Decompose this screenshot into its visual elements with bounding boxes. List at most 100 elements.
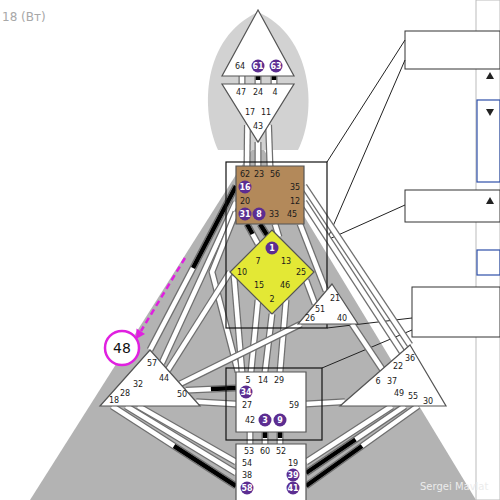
channel-line bbox=[306, 402, 345, 404]
center-shape bbox=[222, 10, 294, 76]
gate-number: 48 bbox=[113, 340, 131, 356]
channel-outline bbox=[271, 76, 278, 84]
channel-outline bbox=[247, 432, 254, 444]
channel-fill bbox=[269, 125, 270, 166]
gate-number: 52 bbox=[276, 447, 286, 456]
channel-outline bbox=[277, 432, 284, 444]
channel-outline bbox=[247, 224, 258, 244]
focus-rectangle bbox=[226, 162, 327, 328]
gate-number: 3 bbox=[259, 414, 272, 427]
gate-number: 11 bbox=[261, 108, 271, 117]
gate-number: 62 bbox=[240, 170, 250, 179]
center-shape bbox=[236, 444, 306, 500]
leader-line bbox=[327, 40, 405, 162]
gate-number: 28 bbox=[120, 389, 130, 398]
gate-number: 17 bbox=[245, 108, 255, 117]
channel-outline bbox=[244, 125, 251, 166]
gate-number: 51 bbox=[315, 305, 325, 314]
gate-number: 26 bbox=[305, 314, 315, 323]
channel-fill bbox=[272, 76, 277, 84]
ajna-center: 47244171143 bbox=[220, 82, 296, 144]
panel-box bbox=[477, 100, 500, 182]
date-label: 18 (Вт) bbox=[2, 10, 46, 24]
gate-number: 27 bbox=[242, 401, 252, 410]
channel-defined bbox=[272, 76, 277, 84]
gate-number: 53 bbox=[244, 447, 254, 456]
channel-outline bbox=[251, 300, 258, 372]
gate-number: 59 bbox=[289, 401, 299, 410]
channel-line bbox=[126, 406, 236, 473]
gate-number: 34 bbox=[240, 386, 253, 399]
gate-number: 64 bbox=[235, 62, 245, 71]
channel-fill bbox=[278, 432, 283, 444]
side-panel bbox=[476, 0, 500, 500]
channel-outline bbox=[255, 76, 262, 84]
center-shape bbox=[222, 84, 294, 142]
gate-number: 54 bbox=[242, 459, 252, 468]
gate-number: 12 bbox=[290, 197, 300, 206]
channel-outline bbox=[112, 406, 236, 486]
gate-number: 31 bbox=[239, 208, 252, 221]
throat-center: 622356163520123183345 bbox=[234, 164, 306, 226]
leader-line bbox=[327, 60, 405, 240]
channel-fill bbox=[352, 324, 382, 369]
gate-number: 19 bbox=[288, 459, 298, 468]
center-shape bbox=[230, 230, 314, 314]
gate-number: 58 bbox=[241, 482, 254, 495]
channel-line bbox=[265, 432, 266, 444]
gate-number: 9 bbox=[274, 414, 287, 427]
gate-number: 13 bbox=[281, 257, 291, 266]
channel-fill bbox=[260, 224, 267, 235]
channel-line bbox=[258, 76, 259, 84]
channel-fill bbox=[306, 406, 418, 486]
channel-outline bbox=[126, 406, 236, 473]
channel-outline bbox=[306, 406, 418, 486]
g-center: 1713102515462 bbox=[228, 228, 316, 316]
heart-center: 21512640 bbox=[296, 282, 360, 326]
channel-fill bbox=[263, 432, 268, 444]
gate-number: 2 bbox=[269, 295, 274, 304]
gate-number: 25 bbox=[296, 268, 306, 277]
gate-number: 21 bbox=[330, 294, 340, 303]
gate-number: 15 bbox=[254, 281, 264, 290]
gate-number: 20 bbox=[240, 197, 250, 206]
channel-outline bbox=[260, 224, 267, 235]
channel-fill bbox=[245, 125, 250, 166]
channel-fill bbox=[251, 300, 258, 372]
gate-number: 41 bbox=[287, 482, 300, 495]
channel-line bbox=[196, 402, 236, 404]
gate-number: 46 bbox=[280, 281, 290, 290]
channel-fill bbox=[306, 280, 315, 304]
channel-outline bbox=[196, 402, 236, 404]
channel-outline bbox=[262, 432, 269, 444]
gate-number: 55 bbox=[408, 392, 418, 401]
channel-defined bbox=[306, 406, 418, 486]
gate-number: 60 bbox=[260, 447, 270, 456]
channel-line bbox=[280, 432, 281, 444]
gate-number: 6 bbox=[375, 377, 380, 386]
center-shape bbox=[236, 166, 304, 224]
pointer-arrowhead bbox=[136, 329, 145, 340]
channel-outline bbox=[186, 388, 236, 390]
channel-outline bbox=[306, 402, 345, 404]
sacral-center: 514293427594239 bbox=[234, 370, 308, 434]
channel-line bbox=[247, 224, 258, 244]
solar-plexus-center: 3622637495530 bbox=[338, 343, 448, 408]
channel-outline bbox=[352, 324, 382, 369]
gate-number: 29 bbox=[274, 376, 284, 385]
gate-number: 43 bbox=[253, 122, 263, 131]
callout-box bbox=[412, 287, 500, 337]
channel-fill bbox=[186, 388, 236, 390]
gate-number: 47 bbox=[236, 88, 246, 97]
gate-number: 44 bbox=[159, 374, 169, 383]
channel-fill bbox=[168, 272, 230, 370]
channel-fill bbox=[112, 406, 236, 486]
pointer-arrow bbox=[141, 258, 185, 331]
channel-line bbox=[260, 224, 267, 235]
gate-number: 1 bbox=[266, 242, 279, 255]
head-center: 646163 bbox=[220, 8, 296, 78]
channel-outline bbox=[269, 125, 270, 166]
gate-number: 10 bbox=[237, 268, 247, 277]
channel-defined bbox=[186, 388, 236, 390]
